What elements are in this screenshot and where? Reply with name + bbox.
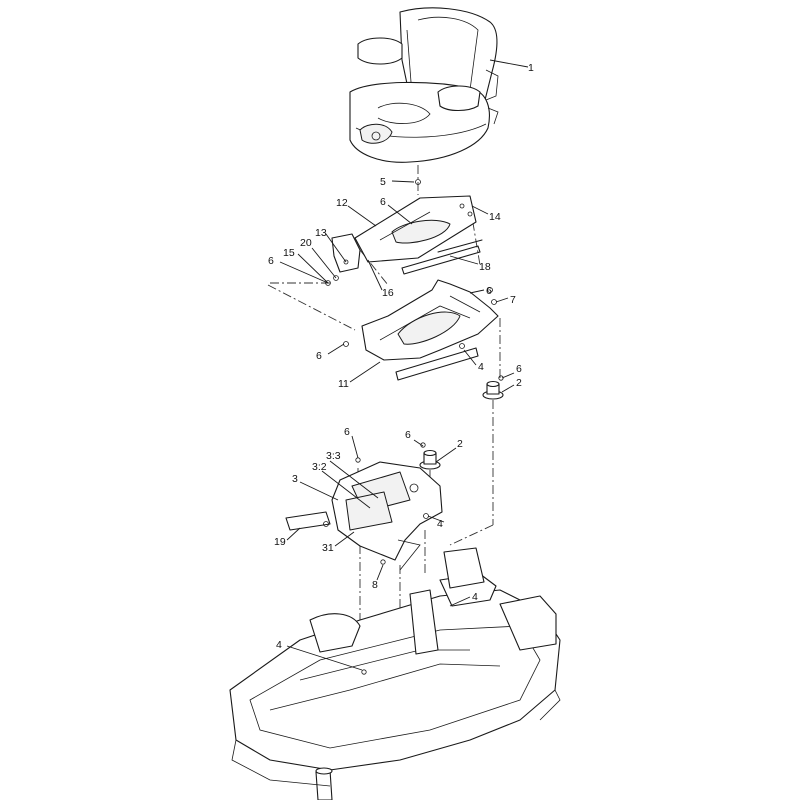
isolator-mount-right [482,375,504,400]
latch-bracket [325,233,361,286]
callout-3-2: 3:2 [312,461,327,473]
seat-mounting-plate [354,179,483,275]
seat-base-plate [343,279,499,381]
seat-pan-shroud [285,457,443,571]
callout-6: 6 [516,363,522,375]
callout-6: 6 [486,285,492,297]
callout-11: 11 [338,378,349,390]
callout-4: 4 [472,591,478,603]
callout-20: 20 [300,237,312,249]
callout-13: 13 [315,227,327,239]
callout-1: 1 [528,62,534,74]
callout-19: 19 [274,536,286,548]
mower-frame [229,547,561,800]
callout-2: 2 [457,438,463,450]
callout-4: 4 [478,361,484,373]
leader-lines [279,59,529,671]
callout-8: 8 [372,579,378,591]
isolator-mount-center [419,442,441,470]
seat-assembly [349,7,499,163]
callout-16: 16 [382,287,394,299]
callout-labels: 1 5 6 12 14 13 20 15 6 18 16 6 7 6 4 11 … [268,62,534,651]
callout-6: 6 [380,196,386,208]
callout-3-3: 3:3 [326,450,341,462]
callout-3: 3 [292,473,298,485]
callout-12: 12 [336,197,348,209]
callout-6: 6 [268,255,274,267]
callout-6: 6 [344,426,350,438]
callout-31: 31 [322,542,334,554]
callout-15: 15 [283,247,295,259]
callout-14: 14 [489,211,501,223]
callout-7: 7 [510,294,516,306]
callout-4: 4 [437,518,443,530]
callout-6: 6 [316,350,322,362]
callout-2: 2 [516,377,522,389]
callout-6: 6 [405,429,411,441]
callout-18: 18 [479,261,491,273]
callout-4: 4 [276,639,282,651]
callout-5: 5 [380,176,386,188]
